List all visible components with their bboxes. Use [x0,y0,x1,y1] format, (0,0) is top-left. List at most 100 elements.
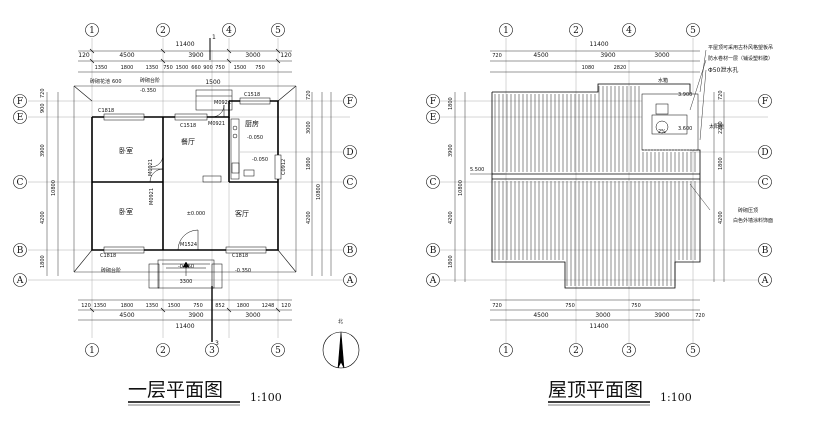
roof-left-dim-3: 3900 [448,144,454,157]
plan-row-right-C-bubble [343,175,357,189]
plan-row-right-B-label: B [347,246,354,256]
plan-row-right-F-label: F [347,97,353,107]
plan-left-dim-5: 720 [40,88,46,98]
roof-top-seg-3: 3000 [654,52,669,59]
plan-row-right-F-bubble [343,94,357,108]
plan-win-c1818-b: C1818 [100,253,116,259]
roof-row-left-C-bubble [426,175,440,189]
roof-col-top-2-label: 2 [573,26,579,36]
plan-row-left-C-bubble [13,175,27,189]
plan-top-detail-8: 750 [215,65,225,71]
roof-col-top-5-label: 5 [690,26,696,36]
plan-dimension-lines [46,50,332,321]
roof-elev-3: 5.500 [470,167,484,173]
plan-top-detail-2: 1800 [121,65,134,71]
plan-right-dim-1: 4200 [306,211,312,224]
plan-left-dim-1: 1800 [40,255,46,268]
plan-row-right-A-bubble [343,273,357,287]
roof-note-1: 平屋顶可采用古朴风格望板吊 [708,44,773,51]
roof-row-right-B-label: B [762,246,769,256]
plan-row-right-C-label: C [347,178,354,188]
roof-pct: 2% [658,129,666,135]
plan-texts: 11400 4500 3900 3000 120 120 1350 1800 1… [40,34,343,404]
plan-col-top-5-bubble [271,23,285,37]
plan-left-dim-4: 900 [40,103,46,113]
plan-col-top-4-label: 4 [226,26,232,36]
plan-right-dim-4: 720 [306,90,312,100]
roof-row-right-D-label: D [761,148,768,158]
roof-row-left-C-label: C [430,178,437,188]
roof-elev-2: 3.600 [678,126,692,132]
roof-texts: 11400 4500 3900 3000 720 1080 2820 平屋顶可采… [448,41,773,404]
plan-win-c1818-a: C1818 [98,108,114,114]
roof-bottom-detail-2: 750 [631,303,641,309]
plan-top-detail-5: 1500 [176,65,189,71]
entrance-steps [148,259,223,289]
plan-win-c1818-c: C1818 [232,253,248,259]
roof-right-dim-3: 2280 [718,121,724,134]
plan-bottom-seg-1: 4500 [119,312,134,319]
roof-left-dim-2: 4200 [448,211,454,224]
plan-bottom-detail-5: 750 [193,303,203,309]
plan-dim-h: 1500 [205,79,220,86]
roof-row-left-B-bubble [426,243,440,257]
roof-bottom-edge-r: 720 [695,313,705,319]
roof-left-total: 10800 [458,180,464,196]
plan-left-dim-2: 4200 [40,211,46,224]
roof-col-top-1-bubble [499,23,513,37]
roof-row-right-A-bubble [758,273,772,287]
plan-col-bottom-3-label: 3 [209,346,215,356]
plan-top-seg-2: 3900 [188,52,203,59]
plan-elev-out: -0.350 [235,268,251,274]
plan-note-steps-top2: 砖砌台阶 [140,77,160,84]
plan-note-steps-top: 砖砌花池 [90,78,110,85]
plan-elev-top: -0.350 [140,88,156,94]
roof-row-right-F-label: F [762,97,768,107]
plan-bottom-seg-2: 3900 [188,312,203,319]
plan-top-seg-1: 4500 [119,52,134,59]
plan-col-top-2-label: 2 [160,26,166,36]
plan-left-dim-3: 3900 [40,144,46,157]
roof-col-bottom-5-label: 5 [690,346,696,356]
plan-top-detail-6: 660 [191,65,201,71]
plan-total-width: 11400 [175,41,194,48]
plan-top-seg-3: 3000 [245,52,260,59]
plan-bottom-detail-3: 1350 [146,303,159,309]
roof-right-dim-2: 1800 [718,157,724,170]
plan-door-m0921-b: M0921 [214,100,231,106]
roof-row-right-B-bubble [758,243,772,257]
plan-bottom-detail-1: 1350 [94,303,107,309]
plan-windows [103,97,282,254]
roof-edge-note-2: 白色外墙涂料饰面 [733,217,773,224]
roof-top-detail-2: 2820 [614,65,627,71]
roof-col-top-1-label: 1 [503,26,509,36]
roof-dimension-lines [454,49,725,321]
plan-top-detail-3: 1350 [146,65,159,71]
plan-row-left-A-label: A [16,276,24,286]
section-mark-bottom: 3 [215,340,219,347]
plan-steps-width: 3300 [180,279,193,285]
roof-bottom-seg-3: 3900 [654,312,669,319]
plan-col-bottom-1-bubble [85,343,99,357]
roof-top-seg-1: 4500 [533,52,548,59]
roof-col-bottom-3-label: 3 [626,346,632,356]
roof-outline [491,83,701,289]
plan-top-edge-r: 120 [280,52,292,59]
roof-elev-1: 3.900 [678,92,692,98]
plan-right-dim-2: 1800 [306,157,312,170]
roof-bottom-edge-l: 720 [492,303,502,309]
roof-grid-lines [440,38,768,345]
plan-col-bottom-3-bubble [205,343,219,357]
plan-row-right-A-label: A [346,276,354,286]
plan-row-left-E-bubble [13,110,27,124]
roof-top-detail-1: 1080 [582,65,595,71]
plan-elev-out2: -0.350 [178,264,194,270]
plan-top-detail-9: 1500 [234,65,247,71]
plan-row-right-D-bubble [343,145,357,159]
plan-row-right-D-label: D [346,148,353,158]
roof-left-dim-4: 1800 [448,97,454,110]
roof-col-top-2-bubble [569,23,583,37]
